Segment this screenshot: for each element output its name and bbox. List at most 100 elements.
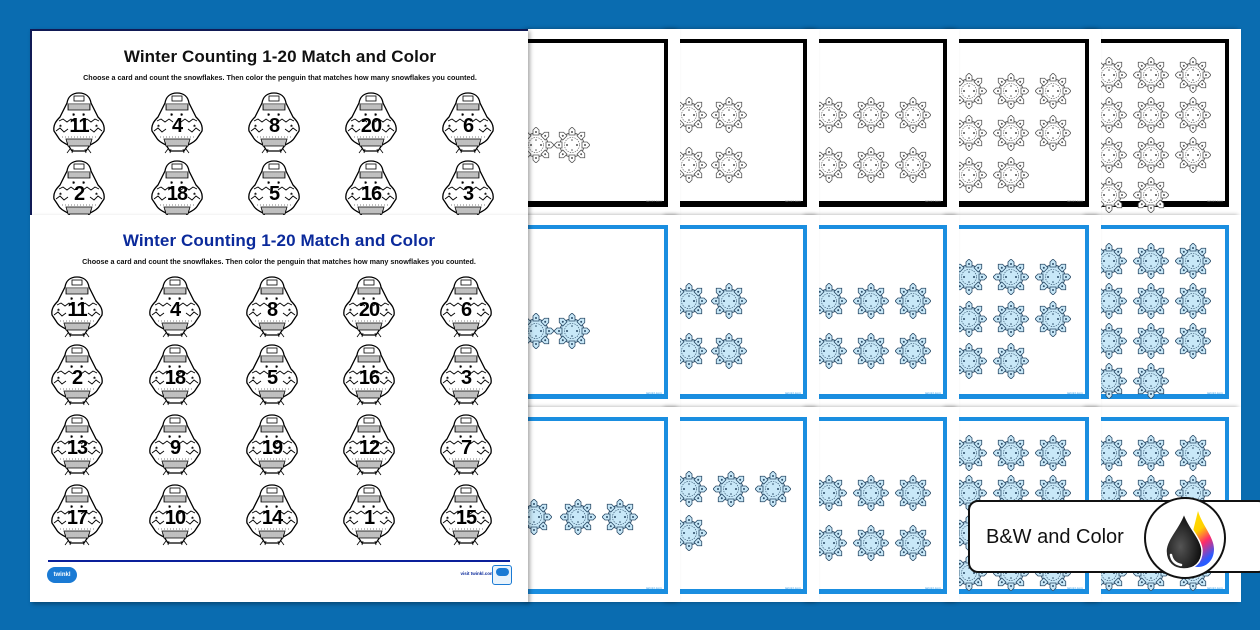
snowflake-icon bbox=[1133, 137, 1169, 173]
svg-text:✱: ✱ bbox=[471, 112, 475, 117]
snowflake-icon bbox=[993, 73, 1029, 109]
svg-text:✱: ✱ bbox=[385, 516, 389, 520]
svg-text:✱: ✱ bbox=[364, 180, 368, 185]
snowflake-icon bbox=[1175, 137, 1211, 173]
svg-text:✱: ✱ bbox=[95, 192, 99, 196]
counting-card: twinkl.com bbox=[667, 215, 819, 407]
counting-card: twinkl.com bbox=[1087, 215, 1241, 407]
svg-text:✱: ✱ bbox=[82, 180, 86, 185]
penguin-number: 3 bbox=[460, 367, 472, 389]
svg-text:✱: ✱ bbox=[265, 364, 269, 369]
svg-text:✱: ✱ bbox=[155, 516, 159, 520]
worksheet-instructions: Choose a card and count the snowflakes. … bbox=[82, 257, 476, 266]
card-footer-text: twinkl.com bbox=[784, 586, 801, 590]
svg-text:✱: ✱ bbox=[267, 112, 271, 117]
penguin-number-15: ✱✱ ✱✱ 15 bbox=[437, 483, 495, 547]
card-border bbox=[667, 39, 807, 207]
snowflake-icon bbox=[993, 115, 1029, 151]
svg-text:✱: ✱ bbox=[191, 308, 195, 312]
svg-text:✱: ✱ bbox=[351, 192, 355, 196]
svg-text:✱: ✱ bbox=[349, 516, 353, 520]
svg-text:✱: ✱ bbox=[80, 364, 84, 369]
penguin-number-6: ✱✱ ✱✱ 6 bbox=[439, 91, 497, 155]
penguin-number: 11 bbox=[67, 299, 87, 321]
svg-text:✱: ✱ bbox=[446, 446, 450, 450]
svg-text:✱: ✱ bbox=[277, 112, 281, 117]
svg-text:✱: ✱ bbox=[70, 434, 74, 439]
svg-text:✱: ✱ bbox=[267, 180, 271, 185]
svg-text:✱: ✱ bbox=[178, 434, 182, 439]
penguin-number-13: ✱✱ ✱✱ 13 bbox=[48, 413, 106, 477]
penguin-number-20: ✱✱ ✱✱ 20 bbox=[340, 275, 398, 339]
snowflake-icon bbox=[951, 259, 987, 295]
quality-badge-icon bbox=[492, 565, 512, 585]
svg-text:✱: ✱ bbox=[482, 516, 486, 520]
snowflake-icon bbox=[895, 475, 931, 511]
svg-text:✱: ✱ bbox=[469, 504, 473, 509]
snowflake-icon bbox=[755, 471, 791, 507]
svg-text:✱: ✱ bbox=[252, 516, 256, 520]
penguin-number: 7 bbox=[460, 437, 472, 459]
svg-text:✱: ✱ bbox=[70, 504, 74, 509]
svg-text:✱: ✱ bbox=[72, 112, 76, 117]
svg-text:✱: ✱ bbox=[93, 516, 97, 520]
card-border bbox=[807, 225, 947, 399]
snowflake-icon bbox=[1133, 323, 1169, 359]
svg-text:✱: ✱ bbox=[155, 376, 159, 380]
snowflake-icon bbox=[1133, 363, 1169, 399]
snowflake-icon bbox=[1133, 57, 1169, 93]
svg-text:✱: ✱ bbox=[385, 376, 389, 380]
penguin-number: 2 bbox=[71, 367, 83, 389]
snowflake-icon bbox=[1133, 97, 1169, 133]
penguin-number: 19 bbox=[261, 437, 283, 459]
counting-card: twinkl.com bbox=[807, 215, 959, 407]
penguin-number-5: ✱✱ ✱✱ 5 bbox=[243, 343, 301, 407]
penguin-number: 18 bbox=[166, 183, 188, 205]
penguin-number: 20 bbox=[360, 115, 382, 137]
snowflake-icon bbox=[602, 499, 638, 535]
card-footer-text: twinkl.com bbox=[1206, 199, 1223, 203]
svg-text:✱: ✱ bbox=[93, 308, 97, 312]
counting-card: twinkl.com bbox=[1087, 29, 1241, 215]
svg-text:✱: ✱ bbox=[57, 376, 61, 380]
svg-text:✱: ✱ bbox=[57, 446, 61, 450]
penguin-number-16: ✱✱ ✱✱ 16 bbox=[340, 343, 398, 407]
svg-text:✱: ✱ bbox=[168, 504, 172, 509]
snowflake-icon bbox=[1175, 57, 1211, 93]
svg-text:✱: ✱ bbox=[157, 192, 161, 196]
svg-text:✱: ✱ bbox=[155, 446, 159, 450]
svg-text:✱: ✱ bbox=[157, 124, 161, 128]
svg-text:✱: ✱ bbox=[168, 434, 172, 439]
svg-text:✱: ✱ bbox=[178, 504, 182, 509]
svg-text:✱: ✱ bbox=[59, 192, 63, 196]
snowflake-icon bbox=[993, 343, 1029, 379]
snowflake-icon bbox=[853, 283, 889, 319]
svg-text:✱: ✱ bbox=[265, 504, 269, 509]
svg-text:✱: ✱ bbox=[469, 364, 473, 369]
penguin-number: 9 bbox=[169, 437, 181, 459]
snowflake-icon bbox=[554, 127, 590, 163]
penguin-number: 6 bbox=[462, 115, 474, 137]
svg-text:✱: ✱ bbox=[459, 296, 463, 301]
snowflake-icon bbox=[560, 499, 596, 535]
penguin-number-17: ✱✱ ✱✱ 17 bbox=[48, 483, 106, 547]
svg-text:✱: ✱ bbox=[82, 112, 86, 117]
penguin-number: 13 bbox=[66, 437, 88, 459]
svg-text:✱: ✱ bbox=[80, 434, 84, 439]
tag-label: B&W and Color bbox=[986, 526, 1124, 548]
svg-text:✱: ✱ bbox=[254, 192, 258, 196]
snowflake-icon bbox=[993, 435, 1029, 471]
worksheet-title: Winter Counting 1-20 Match and Color bbox=[123, 47, 437, 66]
penguin-number-6: ✱✱ ✱✱ 6 bbox=[437, 275, 495, 339]
svg-text:✱: ✱ bbox=[72, 180, 76, 185]
penguin-number: 8 bbox=[268, 115, 280, 137]
svg-text:✱: ✱ bbox=[193, 124, 197, 128]
penguin-number-4: ✱✱ ✱✱ 4 bbox=[146, 275, 204, 339]
card-footer-text: twinkl.com bbox=[924, 391, 941, 395]
penguin-number-2: ✱✱ ✱✱ 2 bbox=[50, 159, 108, 216]
svg-text:✱: ✱ bbox=[387, 124, 391, 128]
svg-text:✱: ✱ bbox=[193, 192, 197, 196]
svg-text:✱: ✱ bbox=[254, 124, 258, 128]
worksheet-instructions: Choose a card and count the snowflakes. … bbox=[83, 73, 477, 82]
